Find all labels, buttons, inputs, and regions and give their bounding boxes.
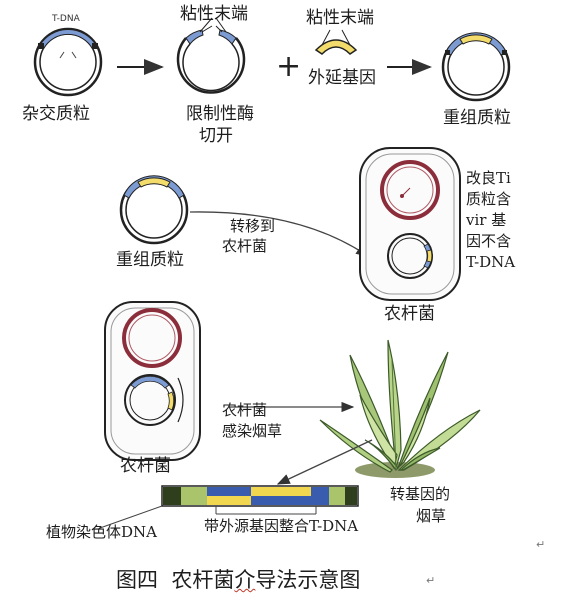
label-transgenic-line-1: 转基因的: [390, 485, 451, 503]
note-line-3: vir 基: [466, 211, 507, 229]
label-recombinant-plasmid-2: 重组质粒: [116, 250, 184, 270]
label-integrated-tdna: 带外源基因整合T-DNA: [204, 517, 359, 535]
foreign-gene-fragment: [314, 29, 358, 55]
recombinant-plasmid-1: [441, 32, 511, 102]
label-foreign-gene: 外延基因: [308, 68, 376, 88]
agrobacterium-cell-2: [104, 301, 201, 461]
label-transfer-to: 转移到: [230, 217, 276, 235]
hybrid-plasmid: [33, 27, 103, 97]
transgenic-tobacco-plant: [319, 339, 481, 478]
paragraph-mark-1: ↵: [426, 574, 436, 587]
label-plant-chromosome-dna: 植物染色体DNA: [46, 523, 157, 541]
figure-caption: 图四 农杆菌介导法示意图: [116, 564, 360, 594]
tdna-tag: T-DNA: [52, 14, 80, 24]
label-agrobacterium-2: 农杆菌: [222, 237, 268, 255]
label-restriction-enzyme: 限制性酶: [186, 104, 254, 124]
paragraph-mark-2: ↵: [536, 538, 546, 551]
opened-plasmid: [176, 25, 246, 94]
label-agrobacterium-4: 农杆菌: [120, 456, 171, 476]
label-sticky-end-2: 粘性末端: [306, 8, 374, 28]
note-line-1: 改良Ti: [466, 169, 511, 187]
caption-part-a: 农杆菌: [171, 568, 235, 592]
label-hybrid-plasmid: 杂交质粒: [22, 104, 90, 124]
note-line-2: 质粒含: [466, 190, 512, 208]
recombinant-plasmid-2: [119, 175, 189, 245]
label-infect-tobacco: 感染烟草: [222, 422, 283, 440]
label-recombinant-plasmid-1: 重组质粒: [443, 108, 511, 128]
caption-figure-number: 图四: [116, 568, 158, 592]
note-line-4: 因不含: [466, 232, 512, 250]
chromosome-dna-bar: [99, 485, 359, 529]
caption-part-b: 介: [234, 568, 256, 592]
plus-sign: +: [276, 49, 301, 84]
label-sticky-end-1: 粘性末端: [180, 4, 248, 24]
label-transgenic-line-2: 烟草: [416, 507, 447, 525]
caption-part-c: 导法示意图: [255, 568, 361, 592]
leader-line-2: [215, 17, 227, 33]
label-agrobacterium-1: 农杆菌: [384, 304, 435, 324]
label-cut-open: 切开: [199, 126, 233, 146]
transfer-arrow: [189, 211, 370, 257]
plant-to-dna-arrow: [276, 439, 373, 485]
leader-line-1: [199, 17, 213, 33]
note-line-5: T-DNA: [466, 253, 516, 271]
agrobacterium-cell-1: [359, 147, 461, 301]
label-agrobacterium-3: 农杆菌: [222, 401, 268, 419]
